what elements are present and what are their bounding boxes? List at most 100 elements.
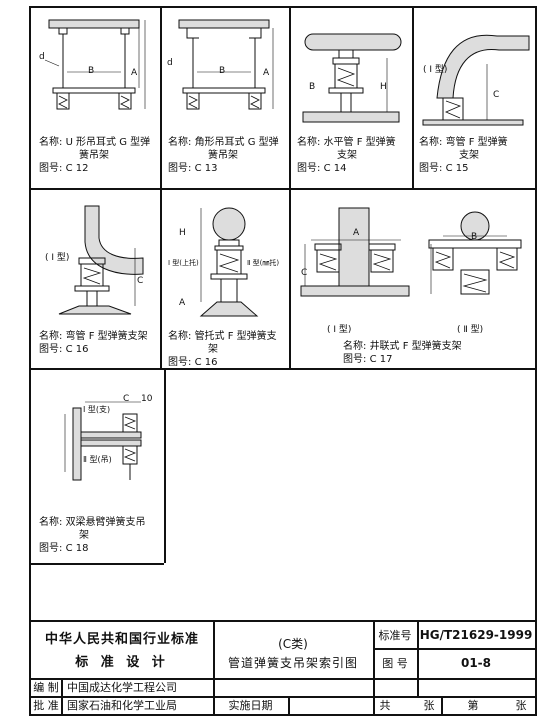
col-divider: [164, 368, 166, 563]
c13-figno: C 13: [194, 163, 218, 174]
c15-tag: ( Ⅰ 型): [423, 65, 448, 75]
col-divider: [160, 8, 162, 188]
c16b-caption: 名称: 管托式 F 型弹簧支 架 图号: C 16: [168, 330, 286, 369]
page-label: 第: [467, 699, 479, 712]
col-divider: [289, 188, 291, 368]
c18-type1-label: Ⅰ 型(支): [83, 405, 111, 414]
c13-dim-b: B: [219, 66, 226, 76]
c16b-name: 管托式 F 型弹簧支: [194, 331, 277, 342]
row-divider: [31, 563, 164, 565]
figno-label: 图号:: [39, 163, 63, 174]
c16a-tag: ( Ⅰ 型): [45, 253, 70, 263]
name-label: 名称:: [39, 331, 63, 342]
tb-row-divider: [373, 648, 535, 650]
row-divider: [31, 368, 535, 370]
tb-top-border: [31, 620, 535, 622]
approver: 国家石油和化学工业局: [67, 699, 177, 712]
tb-col-divider: [213, 620, 215, 714]
c18-drawing: [45, 388, 155, 498]
c13-caption: 名称: 角形吊耳式 G 型弹 簧吊架 图号: C 13: [168, 136, 286, 175]
c17-dim-c: C: [301, 268, 308, 278]
c16a-name: 弯管 F 型弹簧支架: [65, 331, 148, 342]
c17-type2-label: ( Ⅱ 型): [457, 325, 484, 335]
figno-label: 图号:: [343, 354, 367, 365]
c18-dim-10: 10: [141, 394, 153, 404]
c14-name: 水平管 F 型弹簧: [323, 137, 396, 148]
c13-name-cont: 簧吊架: [208, 150, 238, 161]
c16a-caption: 名称: 弯管 F 型弹簧支架 图号: C 16: [39, 330, 157, 356]
c13-drawing: [169, 16, 281, 116]
c12-name-cont: 簧吊架: [79, 150, 109, 161]
c12-dim-a: A: [131, 68, 138, 78]
c16b-dim-a: A: [179, 298, 186, 308]
c13-dim-a: A: [263, 68, 270, 78]
c15-dim-c: C: [493, 90, 500, 100]
name-label: 名称:: [39, 517, 63, 528]
figno-label: 图号:: [39, 344, 63, 355]
c18-caption: 名称: 双梁悬臂弹簧支吊 架 图号: C 18: [39, 516, 161, 555]
tb-col-divider: [441, 696, 443, 714]
c14-drawing: [295, 14, 407, 126]
c14-dim-b: B: [309, 82, 316, 92]
std-no: HG/T21629-1999: [419, 628, 533, 642]
c16b-left-label: Ⅰ 型(上托): [168, 259, 199, 267]
figno-label: 图号:: [168, 163, 192, 174]
name-label: 名称:: [168, 331, 192, 342]
c15-caption: 名称: 弯管 F 型弹簧 支架 图号: C 15: [419, 136, 533, 175]
tb-col-divider: [417, 620, 419, 696]
col-divider: [160, 188, 162, 368]
std-no-label: 标准号: [378, 629, 412, 642]
index-grid: B A d 名称: U 形吊耳式 G 型弹 簧吊架 图号: C 12: [31, 8, 535, 620]
c12-dim-b: B: [88, 66, 95, 76]
name-label: 名称:: [39, 137, 63, 148]
c12-drawing: [39, 16, 151, 116]
drawing-sheet: B A d 名称: U 形吊耳式 G 型弹 簧吊架 图号: C 12: [29, 6, 537, 716]
c17-figno: C 17: [369, 354, 393, 365]
tb-row-divider: [31, 678, 535, 680]
row-divider: [31, 188, 535, 190]
title-line2: 管道弹簧支吊架索引图: [227, 655, 358, 670]
name-label: 名称:: [168, 137, 192, 148]
c18-name: 双梁悬臂弹簧支吊: [65, 517, 146, 528]
name-label: 名称:: [419, 137, 443, 148]
col-divider: [289, 8, 291, 188]
c16a-dim-c: C: [137, 276, 144, 286]
compiler: 中国成达化学工程公司: [67, 681, 177, 694]
c17-dim-a: A: [353, 228, 360, 238]
title-block: 中华人民共和国行业标准 标 准 设 计 (C类) 管道弹簧支吊架索引图 标准号 …: [31, 620, 535, 714]
fig-no: 01-8: [460, 656, 492, 670]
c18-name-cont: 架: [79, 530, 89, 541]
c16b-right-label: Ⅱ 型(㎜托): [247, 259, 280, 267]
tb-col-divider: [61, 678, 63, 714]
c13-name: 角形吊耳式 G 型弹: [194, 137, 279, 148]
figno-label: 图号:: [297, 163, 321, 174]
c15-name: 弯管 F 型弹簧: [445, 137, 508, 148]
figno-label: 图号:: [39, 543, 63, 554]
name-label: 名称:: [297, 137, 321, 148]
c17-type1-drawing: [297, 204, 413, 300]
c12-name: U 形吊耳式 G 型弹: [65, 137, 151, 148]
c12-caption: 名称: U 形吊耳式 G 型弹 簧吊架 图号: C 12: [39, 136, 157, 175]
org-line2: 标 准 设 计: [75, 654, 169, 670]
c15-figno: C 15: [445, 163, 469, 174]
c17-name: 井联式 F 型弹簧支架: [369, 341, 462, 352]
figno-label: 图号:: [168, 357, 192, 368]
approver-label: 批 准: [33, 699, 59, 712]
total-label: 共: [379, 699, 391, 712]
c18-type2-label: Ⅱ 型(吊): [83, 455, 112, 464]
c13-dim-d: d: [167, 58, 173, 68]
c18-dim-c: C: [123, 394, 130, 404]
c14-name-cont: 支架: [337, 150, 357, 161]
c16a-drawing: [39, 198, 155, 318]
c14-dim-h: H: [380, 82, 387, 92]
c16b-name-cont: 架: [208, 344, 218, 355]
c17-type2-drawing: [419, 208, 531, 300]
c15-drawing: [417, 18, 531, 126]
c14-figno: C 14: [323, 163, 347, 174]
tb-row-divider: [31, 696, 535, 698]
c14-caption: 名称: 水平管 F 型弹簧 支架 图号: C 14: [297, 136, 409, 175]
c16a-figno: C 16: [65, 344, 89, 355]
impl-date-label: 实施日期: [228, 699, 273, 712]
c17-caption: 名称: 井联式 F 型弹簧支架 图号: C 17: [343, 340, 523, 366]
c12-figno: C 12: [65, 163, 89, 174]
